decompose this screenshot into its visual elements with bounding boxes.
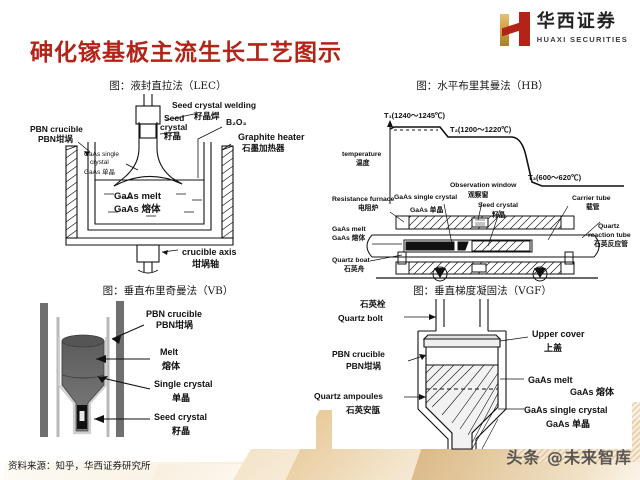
- lec-label-seed-en2: crystal: [160, 122, 187, 132]
- vgf-label-upper-cover-en: Upper cover: [532, 329, 585, 339]
- vb-label-pbn-crucible-cn: PBN坩埚: [156, 319, 193, 330]
- lec-label-seed-welding-cn: 籽晶焊: [194, 111, 220, 121]
- hb-label-seed-en: Seed crystal: [478, 202, 518, 209]
- watermark: 头条 @未来智库: [506, 448, 632, 467]
- hb-label-quartz-reaction-en2: reaction tube: [588, 232, 631, 239]
- huaxi-logo-mark-icon: [499, 12, 530, 46]
- hb-label-gaas-melt-en: GaAs melt: [332, 226, 366, 233]
- lec-label-gaas-melt-cn: GaAs 熔体: [114, 203, 161, 215]
- hb-label-observation-cn: 观察窗: [468, 190, 489, 199]
- hb-label-quartz-boat-cn: 石英舟: [343, 264, 365, 273]
- figure-lec-caption: 图：液封直拉法（LEC）: [109, 80, 227, 92]
- vb-label-seed-en: Seed crystal: [154, 412, 207, 422]
- vgf-label-gaas-melt-en: GaAs melt: [528, 375, 573, 385]
- figure-lec-drawing: PBN crucible PBN坩埚 Seed crystal welding …: [26, 94, 316, 274]
- source-note: 资料来源：知乎，华西证券研究所: [8, 461, 151, 472]
- vgf-label-gaas-single-en: GaAs single crystal: [524, 405, 608, 415]
- vb-label-single-en: Single crystal: [154, 379, 213, 389]
- lec-label-b2o3: B₂O₃: [226, 117, 247, 127]
- figure-vgf: 图：垂直梯度凝固法（VGF）: [314, 283, 635, 450]
- company-logo: 华西证券 HUAXI SECURITIES: [499, 11, 628, 46]
- hb-label-gaas-single-cn: GaAs 单晶: [410, 205, 443, 214]
- lec-label-axis-cn: 坩埚轴: [192, 258, 219, 269]
- figure-vgf-drawing: 石英栓 Quartz bolt PBN crucible PBN坩埚 Quart…: [314, 297, 632, 450]
- hb-label-carrier-cn: 载管: [586, 202, 600, 211]
- lec-label-gaas-single-en2: crystal: [90, 159, 109, 166]
- vgf-label-pbn-crucible-en: PBN crucible: [332, 349, 385, 359]
- vb-label-melt-en: Melt: [160, 347, 178, 357]
- figure-vb-caption: 图：垂直布里奇曼法（VB）: [102, 285, 234, 297]
- hb-label-t2: T₂(1200～1220℃): [450, 125, 512, 134]
- vb-label-melt-cn: 熔体: [162, 360, 181, 371]
- vgf-label-pbn-crucible-cn: PBN坩埚: [346, 361, 381, 371]
- vgf-label-quartz-bolt-en: Quartz bolt: [338, 313, 383, 323]
- figure-hb-drawing: T₁(1240～1245℃) T₂(1200～1220℃) T₃(600～620…: [332, 94, 632, 282]
- page-title: 砷化镓基板主流生长工艺图示: [30, 39, 342, 66]
- vb-label-seed-cn: 籽晶: [172, 425, 190, 436]
- hb-label-quartz-reaction-en: Quartz: [598, 223, 620, 230]
- figure-hb-caption: 图：水平布里其曼法（HB）: [416, 80, 549, 92]
- hb-label-observation-en: Observation window: [450, 182, 517, 189]
- vgf-label-quartz-ampoules-cn: 石英安瓿: [345, 405, 381, 415]
- vb-label-single-cn: 单晶: [172, 392, 190, 403]
- lec-label-pbn-crucible-en: PBN crucible: [30, 124, 83, 134]
- hb-label-seed-cn: 籽晶: [492, 210, 506, 219]
- lec-label-gaas-melt-en: GaAs melt: [114, 191, 162, 202]
- figure-vb: 图：垂直布里奇曼法（VB）: [18, 283, 318, 449]
- logo-chinese-name: 华西证券: [536, 11, 617, 32]
- hb-label-temperature-cn: 温度: [356, 158, 370, 167]
- hb-label-t3: T₃(600～620℃): [528, 173, 582, 182]
- hb-label-t1: T₁(1240～1245℃): [384, 111, 446, 120]
- vgf-label-gaas-melt-cn: GaAs 熔体: [570, 386, 615, 397]
- hb-label-gaas-melt-cn: GaAs 熔体: [332, 233, 365, 242]
- hb-label-resistance-en: Resistance furnace: [332, 196, 395, 203]
- hb-label-resistance-cn: 电阻炉: [358, 203, 379, 212]
- figure-hb: 图：水平布里其曼法（HB）: [330, 78, 635, 282]
- figure-vb-drawing: PBN crucible PBN坩埚 Melt 熔体 Single crysta…: [26, 297, 316, 449]
- lec-label-seed-welding-en: Seed crystal welding: [172, 100, 256, 110]
- hb-label-temperature-en: temperature: [342, 151, 382, 158]
- lec-label-pbn-crucible-cn: PBN坩埚: [38, 134, 73, 144]
- vgf-label-gaas-single-cn: GaAs 单晶: [546, 418, 590, 429]
- vgf-label-quartz-ampoules-en: Quartz ampoules: [314, 391, 383, 401]
- lec-label-graphite-en: Graphite heater: [238, 132, 305, 142]
- figure-vgf-caption: 图：垂直梯度凝固法（VGF）: [413, 285, 552, 297]
- lec-label-axis-en: crucible axis: [182, 247, 237, 257]
- logo-english-name: HUAXI SECURITIES: [536, 35, 628, 44]
- vgf-label-upper-cover-cn: 上盖: [544, 342, 562, 353]
- vb-label-pbn-crucible-en: PBN crucible: [146, 309, 202, 319]
- hb-label-quartz-boat-en: Quartz boat: [332, 257, 370, 264]
- hb-label-quartz-reaction-cn: 石英反应管: [593, 239, 628, 248]
- hb-label-carrier-en: Carrier tube: [572, 195, 611, 202]
- vgf-label-quartz-bolt-cn: 石英栓: [359, 299, 386, 309]
- lec-label-seed-en: Seed: [164, 113, 184, 123]
- lec-label-gaas-single-cn: GaAs 单晶: [84, 167, 115, 176]
- lec-label-graphite-cn: 石墨加热器: [241, 143, 285, 153]
- lec-label-seed-cn: 籽晶: [164, 131, 181, 141]
- lec-label-gaas-single-en: GaAs single: [84, 151, 119, 158]
- figure-lec: 图：液封直拉法（LEC）: [18, 78, 318, 274]
- hb-label-gaas-single-en: GaAs single crystal: [394, 194, 457, 201]
